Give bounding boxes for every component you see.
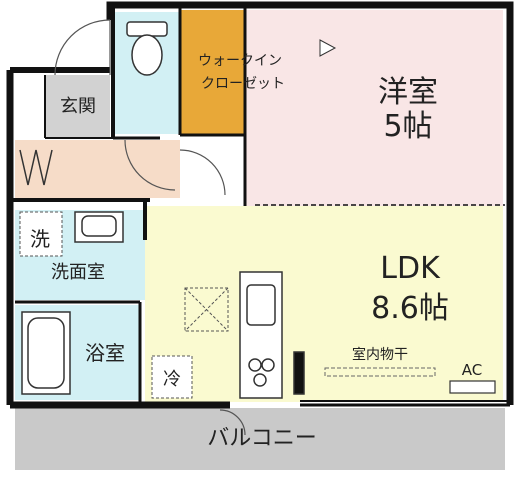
closet-marker-icon bbox=[319, 39, 337, 57]
indoor-drying-rail bbox=[324, 367, 436, 377]
washbasin-icon bbox=[74, 211, 124, 243]
kitchen-counter bbox=[239, 271, 305, 399]
bathtub-icon bbox=[21, 311, 71, 395]
western-room-size: 5帖 bbox=[383, 109, 432, 144]
storage-box bbox=[184, 287, 229, 332]
walls bbox=[6, 1, 514, 409]
washroom-label: 洗面室 bbox=[51, 262, 105, 283]
indoor-drying-label: 室内物干 bbox=[352, 346, 408, 363]
bathroom-label: 浴室 bbox=[85, 341, 125, 365]
balcony-area bbox=[15, 408, 505, 470]
walk-in-closet-label-1: ウォークイン bbox=[198, 53, 282, 69]
walk-in-closet-area bbox=[180, 10, 245, 135]
balcony-label: バルコニー bbox=[207, 426, 317, 451]
aircon-label: AC bbox=[462, 361, 482, 379]
entrance-area bbox=[45, 75, 110, 137]
washer-space bbox=[19, 211, 63, 257]
washer-label: 洗 bbox=[30, 227, 50, 251]
ldk-name: LDK bbox=[380, 251, 441, 286]
door-arcs bbox=[54, 19, 246, 436]
ldk-area bbox=[145, 206, 503, 402]
corridor-area bbox=[15, 140, 180, 198]
fridge-label: 冷 bbox=[163, 369, 181, 390]
aircon-unit bbox=[449, 380, 496, 394]
shoe-rack-icon bbox=[19, 149, 53, 186]
walk-in-closet-label-2: クローゼット bbox=[201, 76, 285, 92]
entrance-label: 玄関 bbox=[60, 96, 96, 117]
western-room-area bbox=[245, 10, 503, 206]
western-room-name: 洋室 bbox=[378, 75, 438, 110]
fridge-space bbox=[151, 355, 193, 399]
ldk-size: 8.6帖 bbox=[371, 291, 449, 326]
toilet-icon bbox=[126, 21, 168, 76]
